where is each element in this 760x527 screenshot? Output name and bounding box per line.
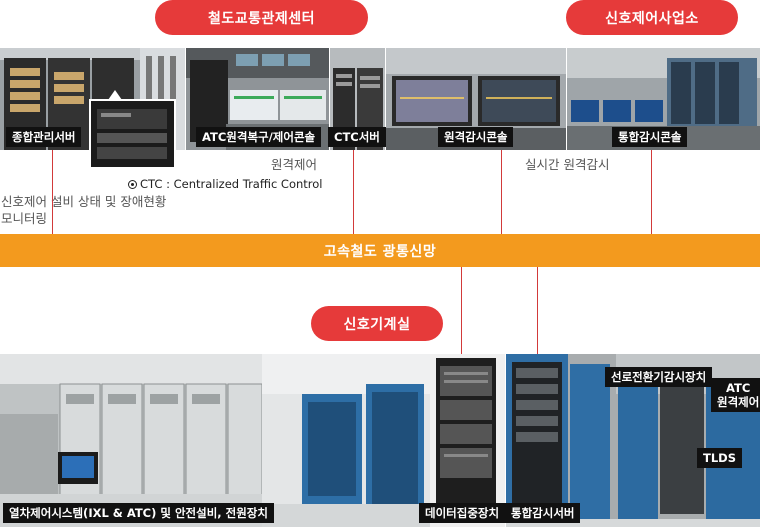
remote-console-label: 원격감시콘솔 [438, 127, 514, 147]
integrated-server-label: 종합관리서버 [6, 127, 82, 147]
connector-line-server [537, 267, 538, 354]
atc-console-label: ATC원격복구/제어콘솔 [196, 127, 322, 147]
switch-monitor-label: 선로전환기감시장치 [605, 367, 713, 387]
atc-remote-label: ATC 원격제어 [711, 378, 760, 412]
connector-line-monitor [651, 150, 652, 234]
signal-room-pill: 신호기계실 [311, 306, 443, 341]
bullet-icon [128, 180, 137, 189]
atc-remote-label-line2: 원격제어 [717, 395, 760, 409]
signal-office-pill: 신호제어사업소 [566, 0, 738, 35]
callout-pointer [108, 90, 122, 100]
ctc-note-text: CTC : Centralized Traffic Control [140, 177, 323, 191]
atc-remote-label-line1: ATC [726, 381, 751, 395]
monitor-server-label: 통합감시서버 [505, 503, 581, 523]
railway-center-pill: 철도교통관제센터 [155, 0, 368, 35]
remote-control-caption: 원격제어 [271, 157, 318, 172]
realtime-monitoring-caption: 실시간 원격감시 [525, 157, 610, 172]
data-concentrator-label: 데이터집중장치 [419, 503, 506, 523]
ctc-server-label: CTC서버 [328, 127, 386, 147]
ctc-inset-photo [89, 99, 176, 169]
train-control-label: 열차제어시스템(IXL & ATC) 및 안전설비, 전원장치 [3, 503, 274, 523]
connector-line-data [461, 267, 462, 354]
rack-room-photo [262, 354, 430, 527]
connector-line-ctc [353, 150, 354, 234]
monitor-console-label: 통합감시콘솔 [612, 127, 688, 147]
connector-line-integrated [52, 150, 53, 234]
tlds-label: TLDS [697, 448, 743, 468]
fiber-network-bar: 고속철도 광통신망 [0, 234, 760, 267]
connector-line-remote [501, 150, 502, 234]
data-concentrator-photo [430, 354, 505, 527]
train-control-photo [0, 354, 262, 527]
ctc-note: CTC : Centralized Traffic Control [128, 177, 323, 191]
status-monitoring-caption-2: 모니터링 [1, 211, 48, 226]
status-monitoring-caption-1: 신호제어 설비 상태 및 장애현황 [1, 194, 167, 209]
